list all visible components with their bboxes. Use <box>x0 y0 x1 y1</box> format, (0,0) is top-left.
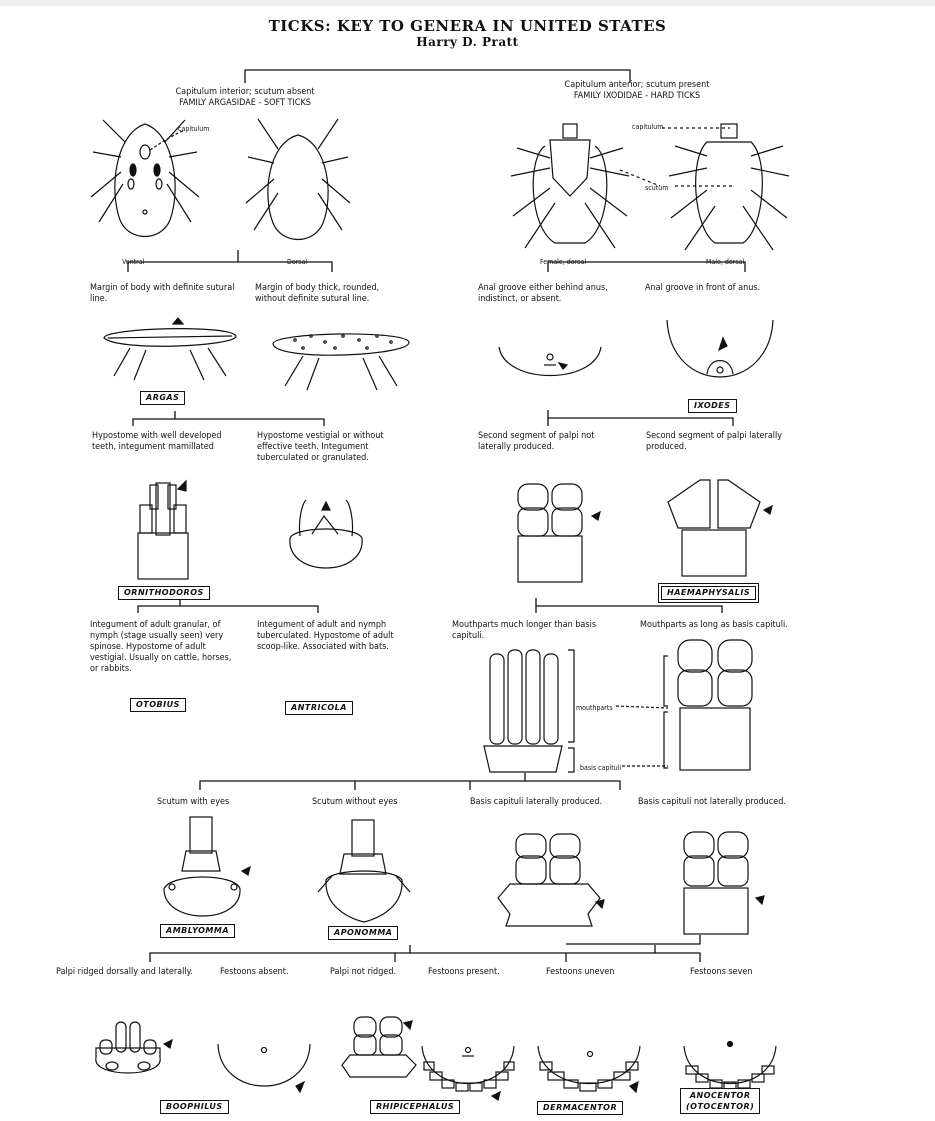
couplet-basis-lateral: Basis capituli laterally produced. <box>470 797 620 808</box>
couplet-festoons-seven: Festoons seven <box>690 967 752 978</box>
couplet-festoons-present: Festoons present. <box>428 967 500 978</box>
genus-rhipicephalus: RHIPICEPHALUS <box>370 1100 460 1114</box>
short-mouthparts-figure <box>668 636 778 776</box>
genus-boophilus: BOOPHILUS <box>160 1100 229 1114</box>
aponomma-figure <box>314 818 414 928</box>
genus-anocentor-line1: ANOCENTOR <box>686 1090 754 1101</box>
amblyomma-figure <box>160 815 250 925</box>
couplet-ixodidae-3a: Mouthparts much longer than basis capitu… <box>452 620 602 642</box>
anal-groove-front-figure <box>665 316 775 396</box>
mouthparts-leader-lines <box>570 700 670 770</box>
genus-aponomma: APONOMMA <box>328 926 398 940</box>
couplet-argasidae-1a: Margin of body with definite sutural lin… <box>90 283 245 305</box>
genus-amblyomma: AMBLYOMMA <box>160 924 235 938</box>
couplet-argasidae-2a: Hypostome with well developed teeth, int… <box>92 431 242 453</box>
couplet-festoons-absent: Festoons absent. <box>220 967 289 978</box>
couplet-scutum-no-eyes: Scutum without eyes <box>312 797 397 808</box>
genus-ixodes: IXODES <box>688 399 737 413</box>
festoons-uneven-figure <box>534 1040 644 1100</box>
couplet-scutum-eyes: Scutum with eyes <box>157 797 229 808</box>
anal-groove-behind-figure <box>495 335 605 395</box>
couplet-ixodidae-2b: Second segment of palpi laterally produc… <box>646 431 796 453</box>
family-hard-line1: Capitulum anterior; scutum present <box>522 80 752 91</box>
boophilus-palpi-figure <box>88 1018 178 1088</box>
male-dorsal-label: Male, dorsal <box>706 257 744 268</box>
couplet-palpi-ridged: Palpi ridged dorsally and laterally. <box>56 967 196 978</box>
genus-anocentor-line2: (OTOCENTOR) <box>686 1101 754 1112</box>
capitulum-label: capitulum <box>178 124 209 135</box>
hard-tick-leader-lines <box>600 120 760 200</box>
dorsal-label: Dorsal <box>287 257 307 268</box>
palpi-not-lateral-figure <box>508 478 598 588</box>
couplet-ixodidae-1b: Anal groove in front of anus. <box>645 283 805 294</box>
family-soft-header: Capitulum interior; scutum absent FAMILY… <box>140 87 350 109</box>
couplet-ixodidae-2a: Second segment of palpi not laterally pr… <box>478 431 628 453</box>
antricola-capitulum-figure <box>282 490 372 585</box>
page-title: TICKS: KEY TO GENERA IN UNITED STATES <box>0 17 935 35</box>
genus-otobius: OTOBIUS <box>130 698 186 712</box>
genus-anocentor: ANOCENTOR (OTOCENTOR) <box>680 1088 760 1114</box>
soft-tick-dorsal-figure <box>238 115 358 260</box>
family-soft-line1: Capitulum interior; scutum absent <box>140 87 350 98</box>
genus-antricola: ANTRICOLA <box>285 701 353 715</box>
genus-argas: ARGAS <box>140 391 185 405</box>
ornithodoros-side-figure <box>265 326 415 396</box>
family-hard-header: Capitulum anterior; scutum present FAMIL… <box>522 80 752 102</box>
couplet-basis-not-lateral: Basis capituli not laterally produced. <box>638 797 788 808</box>
ornithodoros-capitulum-figure <box>128 475 198 585</box>
family-soft-line2: FAMILY ARGASIDAE - SOFT TICKS <box>140 98 350 109</box>
argas-side-figure <box>100 318 240 388</box>
family-hard-line2: FAMILY IXODIDAE - HARD TICKS <box>522 91 752 102</box>
genus-haemaphysalis: HAEMAPHYSALIS <box>661 586 756 600</box>
female-dorsal-label: Female, dorsal <box>540 257 586 268</box>
rhipicephalus-palpi-figure <box>340 1013 420 1083</box>
couplet-ixodidae-3b: Mouthparts as long as basis capituli. <box>640 620 790 631</box>
couplet-festoons-uneven: Festoons uneven <box>546 967 615 978</box>
couplet-palpi-not-ridged: Palpi not ridged. <box>330 967 396 978</box>
basis-lateral-figure <box>496 830 606 930</box>
couplet-argasidae-3b: Integument of adult and nymph tuberculat… <box>257 620 407 653</box>
genus-ornithodoros: ORNITHODOROS <box>118 586 210 600</box>
couplet-argasidae-2b: Hypostome vestigial or without effective… <box>257 431 405 464</box>
festoons-absent-figure <box>214 1040 314 1100</box>
couplet-ixodidae-1a: Anal groove either behind anus, indistin… <box>478 283 633 305</box>
festoons-present-figure <box>418 1040 518 1100</box>
basis-not-lateral-figure <box>676 828 776 938</box>
genus-dermacentor: DERMACENTOR <box>537 1101 623 1115</box>
author: Harry D. Pratt <box>0 35 935 49</box>
couplet-argasidae-1b: Margin of body thick, rounded, without d… <box>255 283 410 305</box>
palpi-lateral-figure <box>660 470 770 585</box>
ventral-label: Ventral <box>122 257 144 268</box>
couplet-argasidae-3a: Integument of adult granular, of nymph (… <box>90 620 240 675</box>
